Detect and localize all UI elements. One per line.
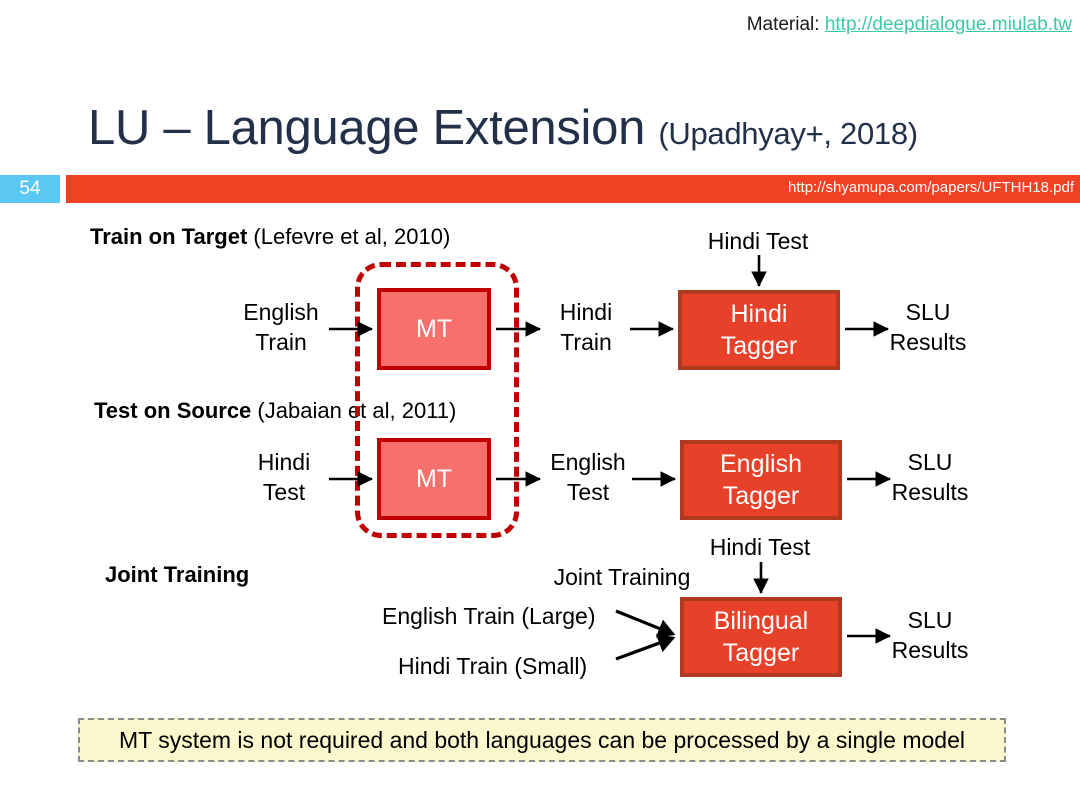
label-slu-results-row1-text: SLU Results [889,299,967,356]
hindi-tagger-box: Hindi Tagger [678,290,840,370]
conclusion-banner-text: MT system is not required and both langu… [119,726,965,753]
bilingual-tagger-box: Bilingual Tagger [680,597,842,677]
mt-box-row2-label: MT [415,464,453,493]
mt-group-highlight [355,262,519,538]
header-bar: 54 http://shyamupa.com/papers/UFTHH18.pd… [0,175,1080,203]
material-label: Material: [746,14,820,35]
arrow-hindi-train-small-to-bilingual [615,634,676,661]
page-title-main: LU – Language Extension [88,101,659,155]
label-slu-results-row2-text: SLU Results [891,449,969,506]
page-title-citation: (Upadhyay+, 2018) [658,116,918,151]
label-hindi-test-row1-text: Hindi Test [707,228,809,254]
label-english-test-text: English Test [550,449,626,506]
label-slu-results-row2: SLU Results [892,447,969,508]
label-hindi-test-row3-text: Hindi Test [709,534,811,560]
header-bar-strip: http://shyamupa.com/papers/UFTHH18.pdf [66,175,1080,203]
label-slu-results-row3-text: SLU Results [891,607,969,664]
label-english-test: English Test [550,447,625,508]
page-number-badge: 54 [0,175,60,203]
mt-box-row1: MT [377,288,491,370]
label-hindi-train-text: Hindi Train [559,299,613,356]
label-slu-results-row3: SLU Results [892,605,969,666]
label-hindi-train-small-text: Hindi Train (Small) [398,653,588,679]
label-hindi-test-row1: Hindi Test [708,226,809,256]
label-hindi-train-small: Hindi Train (Small) [398,651,587,681]
label-hindi-test-row3: Hindi Test [710,532,811,562]
mt-box-row1-label: MT [415,314,453,343]
label-english-train-line1: English Train [243,299,319,356]
section-heading-test-on-source-name: Test on Source [94,398,252,423]
label-hindi-test-input-text: Hindi Test [257,449,311,506]
label-hindi-train: Hindi Train [560,297,612,358]
section-heading-train-on-target: Train on Target (Lefevre et al, 2010) [90,224,450,250]
page-title: LU – Language Extension (Upadhyay+, 2018… [88,100,918,156]
label-english-train-large-text: English Train (Large) [382,603,596,629]
label-joint-training-annotation-text: Joint Training [553,564,691,590]
mt-box-row2: MT [377,438,491,520]
source-url-label: http://shyamupa.com/papers/UFTHH18.pdf [788,179,1074,196]
hindi-tagger-line1: Hindi [730,300,788,328]
english-tagger-box: English Tagger [680,440,842,520]
label-english-train: English Train [243,297,318,358]
arrow-english-train-large-to-bilingual [615,609,676,638]
hindi-tagger-line2: Tagger [720,332,798,360]
bilingual-tagger-line1: Bilingual [713,607,809,635]
bilingual-tagger-line2: Tagger [722,639,800,667]
label-english-train-large: English Train (Large) [382,601,596,631]
section-heading-train-on-target-citation: (Lefevre et al, 2010) [247,224,451,249]
material-link[interactable]: http://deepdialogue.miulab.tw [824,14,1072,35]
section-heading-train-on-target-name: Train on Target [90,224,248,249]
section-heading-joint-training-name: Joint Training [105,562,250,587]
conclusion-banner: MT system is not required and both langu… [78,718,1006,762]
label-joint-training-annotation: Joint Training [554,562,691,592]
label-slu-results-row1: SLU Results [890,297,967,358]
english-tagger-line2: Tagger [722,482,800,510]
section-heading-joint-training: Joint Training [105,562,249,588]
material-line: Material: http://deepdialogue.miulab.tw [747,14,1072,36]
english-tagger-line1: English [720,450,802,478]
label-hindi-test-input: Hindi Test [258,447,310,508]
